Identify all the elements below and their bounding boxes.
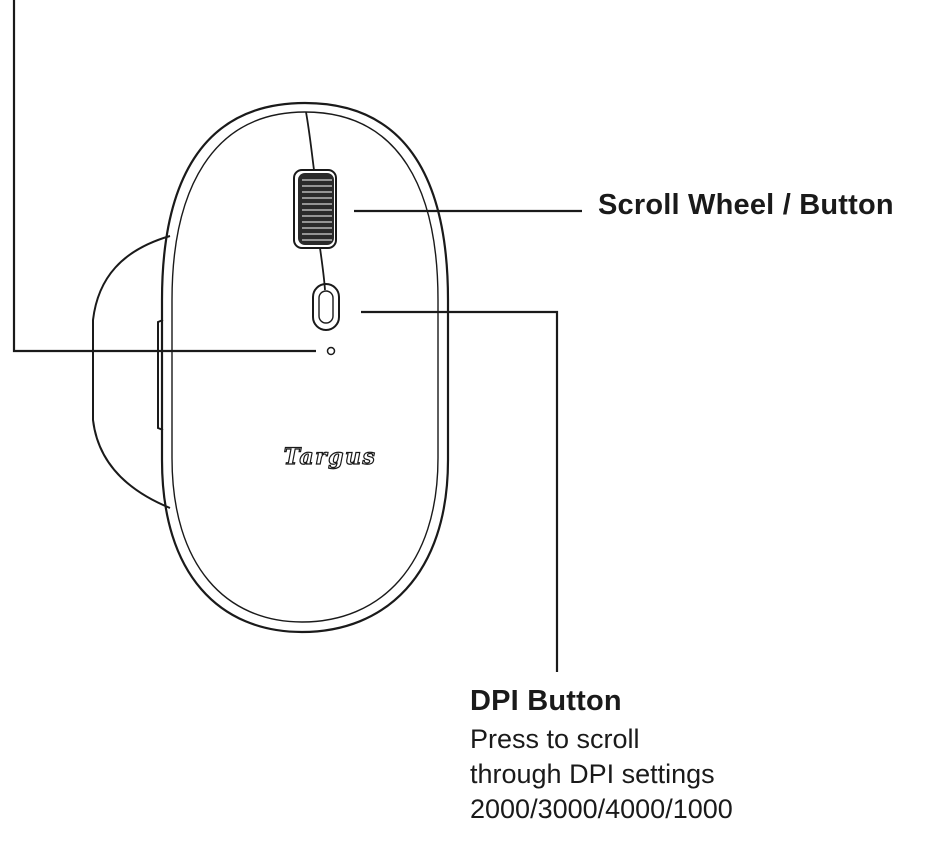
dpi-button-leader-line xyxy=(361,310,559,672)
scroll-wheel-icon[interactable] xyxy=(293,169,337,249)
dpi-description-line: Press to scroll xyxy=(470,724,640,754)
dpi-description-line: through DPI settings xyxy=(470,759,715,789)
led-leader-line xyxy=(12,0,316,353)
dpi-description-line: 2000/3000/4000/1000 xyxy=(470,794,733,824)
dpi-button-callout: DPI Button Press to scroll through DPI s… xyxy=(470,685,910,827)
mouse-thumb-grip xyxy=(92,235,171,509)
button-seam xyxy=(305,111,315,171)
scroll-wheel-label: Scroll Wheel / Button xyxy=(598,189,894,221)
mouse-side-buttons xyxy=(157,319,164,431)
brand-logo: Targus xyxy=(284,444,377,470)
button-seam-lower xyxy=(319,247,326,291)
dpi-button-icon[interactable] xyxy=(312,283,340,331)
mouse-body-inner-contour xyxy=(171,111,439,623)
dpi-button-label: DPI Button xyxy=(470,685,622,717)
mouse-body-outline xyxy=(160,101,450,634)
led-indicator-icon xyxy=(326,346,336,356)
